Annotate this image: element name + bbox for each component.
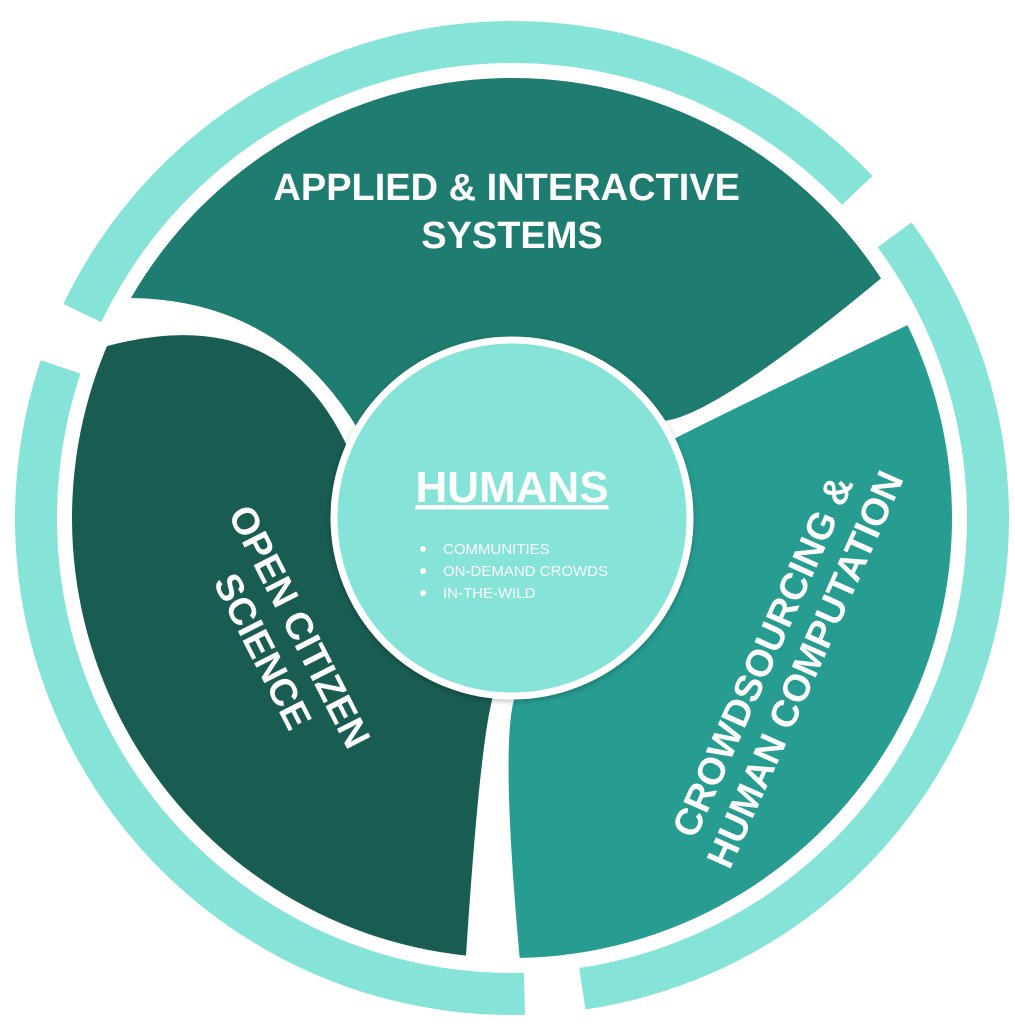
outer-ring xyxy=(14,21,1010,1016)
label-applied-interactive-systems: APPLIED & INTERACTIVE SYSTEMS xyxy=(273,167,750,257)
bullet-communities: COMMUNITIES xyxy=(443,541,550,558)
outer-ring-arc-crowdsourcing xyxy=(579,222,1010,1010)
outer-ring-arc-applied xyxy=(63,21,873,323)
bullet-in-the-wild: IN-THE-WILD xyxy=(443,585,536,602)
segment-applied-interactive-systems xyxy=(130,77,882,430)
bullet-on-demand-crowds: ON-DEMAND CROWDS xyxy=(443,563,608,580)
bullet-dot xyxy=(420,590,426,596)
segment-crowdsourcing-human-computation xyxy=(508,325,952,958)
outer-ring-arc-open-citizen xyxy=(14,360,526,1016)
center-bullet-list: COMMUNITIES ON-DEMAND CROWDS IN-THE-WILD xyxy=(420,541,608,602)
bullet-dot xyxy=(420,546,426,552)
bullet-dot xyxy=(420,568,426,574)
segment-open-citizen-science xyxy=(72,335,494,956)
center-circle xyxy=(330,336,694,700)
center-title: HUMANS xyxy=(415,463,608,512)
label-applied-line-1: APPLIED & INTERACTIVE xyxy=(273,167,740,209)
label-applied-line-2: SYSTEMS xyxy=(421,215,603,257)
